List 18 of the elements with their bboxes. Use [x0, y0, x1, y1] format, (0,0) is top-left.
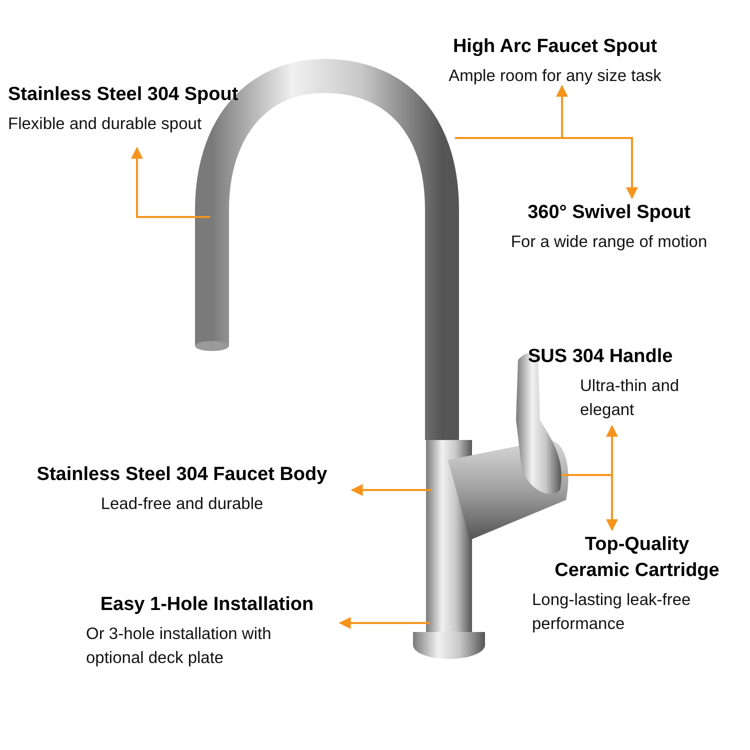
callout-heading: 360° Swivel Spout [526, 201, 692, 225]
callout-heading: Easy 1-Hole Installation [99, 593, 315, 617]
leader-arrow [338, 617, 430, 629]
leader-arrow [455, 137, 638, 200]
callout-description: For a wide range of motion [510, 232, 708, 253]
callout-heading: High Arc Faucet Spout [452, 35, 658, 59]
callout-description: Flexible and durable spout [8, 114, 203, 135]
leader-arrow [131, 146, 210, 218]
callout-heading: Stainless Steel 304 Spout [8, 83, 240, 107]
callout-heading: Top-Quality Ceramic Cartridge [554, 533, 720, 583]
callout-description: Or 3-hole installation with optional deck plate [85, 624, 272, 669]
callout-heading: SUS 304 Handle [528, 345, 674, 369]
callout-heading: Stainless Steel 304 Faucet Body [36, 463, 328, 487]
callout-description: Lead-free and durable [100, 494, 264, 515]
leader-arrow [350, 484, 432, 496]
callout-description: Long-lasting leak-free performance [532, 590, 692, 635]
callout-description: Ample room for any size task [448, 66, 662, 87]
callout-description: Ultra-thin and elegant [579, 376, 680, 421]
